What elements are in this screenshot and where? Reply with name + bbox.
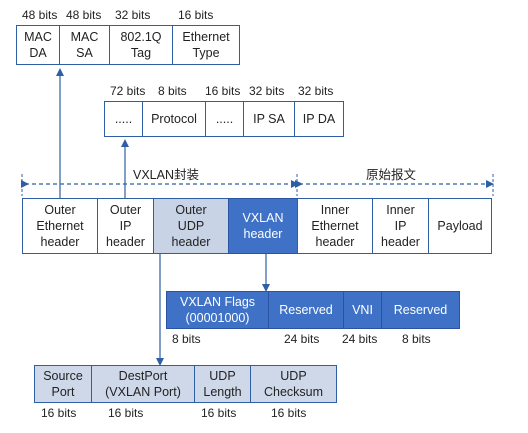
ip-bits-ellipsis-2: 16 bits xyxy=(205,84,241,98)
vxlan-bits-reserved-1: 24 bits xyxy=(284,332,320,346)
ip-bits-ip-sa: 32 bits xyxy=(249,84,285,98)
eth-bits-8021q: 32 bits xyxy=(115,8,151,22)
packet-outer-ethernet-header: Outer Ethernet header xyxy=(22,198,98,254)
vxlan-bits-reserved-2: 8 bits xyxy=(402,332,431,346)
udp-bits-length: 16 bits xyxy=(201,406,237,420)
eth-bits-mac-da: 48 bits xyxy=(22,8,58,22)
ip-field-ellipsis-2: ..... xyxy=(205,101,244,137)
ip-field-protocol: Protocol xyxy=(142,101,206,137)
ip-field-ip-da: IP DA xyxy=(294,101,344,137)
udp-bits-checksum: 16 bits xyxy=(271,406,307,420)
eth-bits-ethertype: 16 bits xyxy=(178,8,214,22)
eth-bits-mac-sa: 48 bits xyxy=(66,8,102,22)
eth-field-mac-sa: MAC SA xyxy=(59,25,110,65)
eth-field-ethernet-type: Ethernet Type xyxy=(172,25,240,65)
udp-field-source-port: Source Port xyxy=(34,365,92,403)
vxlan-field-vni: VNI xyxy=(343,291,382,329)
ip-field-ip-sa: IP SA xyxy=(243,101,295,137)
ip-bits-ellipsis-1: 72 bits xyxy=(110,84,146,98)
ip-bits-ip-da: 32 bits xyxy=(298,84,334,98)
packet-outer-ip-header: Outer IP header xyxy=(97,198,154,254)
udp-bits-source-port: 16 bits xyxy=(41,406,77,420)
vxlan-bits-flags: 8 bits xyxy=(172,332,201,346)
udp-field-checksum: UDP Checksum xyxy=(250,365,337,403)
vxlan-encap-label: VXLAN封装 xyxy=(130,168,202,183)
vxlan-field-flags: VXLAN Flags (00001000) xyxy=(166,291,269,329)
vxlan-bits-vni: 24 bits xyxy=(342,332,378,346)
vxlan-field-reserved-1: Reserved xyxy=(268,291,344,329)
eth-field-8021q-tag: 802.1Q Tag xyxy=(109,25,173,65)
packet-inner-ip-header: Inner IP header xyxy=(372,198,429,254)
ip-field-ellipsis-1: ..... xyxy=(104,101,143,137)
packet-vxlan-header: VXLAN header xyxy=(228,198,298,254)
vxlan-field-reserved-2: Reserved xyxy=(381,291,460,329)
packet-inner-ethernet-header: Inner Ethernet header xyxy=(297,198,373,254)
udp-bits-destport: 16 bits xyxy=(108,406,144,420)
udp-field-destport: DestPort (VXLAN Port) xyxy=(91,365,195,403)
original-packet-label: 原始报文 xyxy=(363,168,420,183)
ip-bits-protocol: 8 bits xyxy=(158,84,187,98)
packet-outer-udp-header: Outer UDP header xyxy=(153,198,229,254)
eth-field-mac-da: MAC DA xyxy=(16,25,60,65)
packet-payload: Payload xyxy=(428,198,492,254)
udp-field-length: UDP Length xyxy=(194,365,251,403)
